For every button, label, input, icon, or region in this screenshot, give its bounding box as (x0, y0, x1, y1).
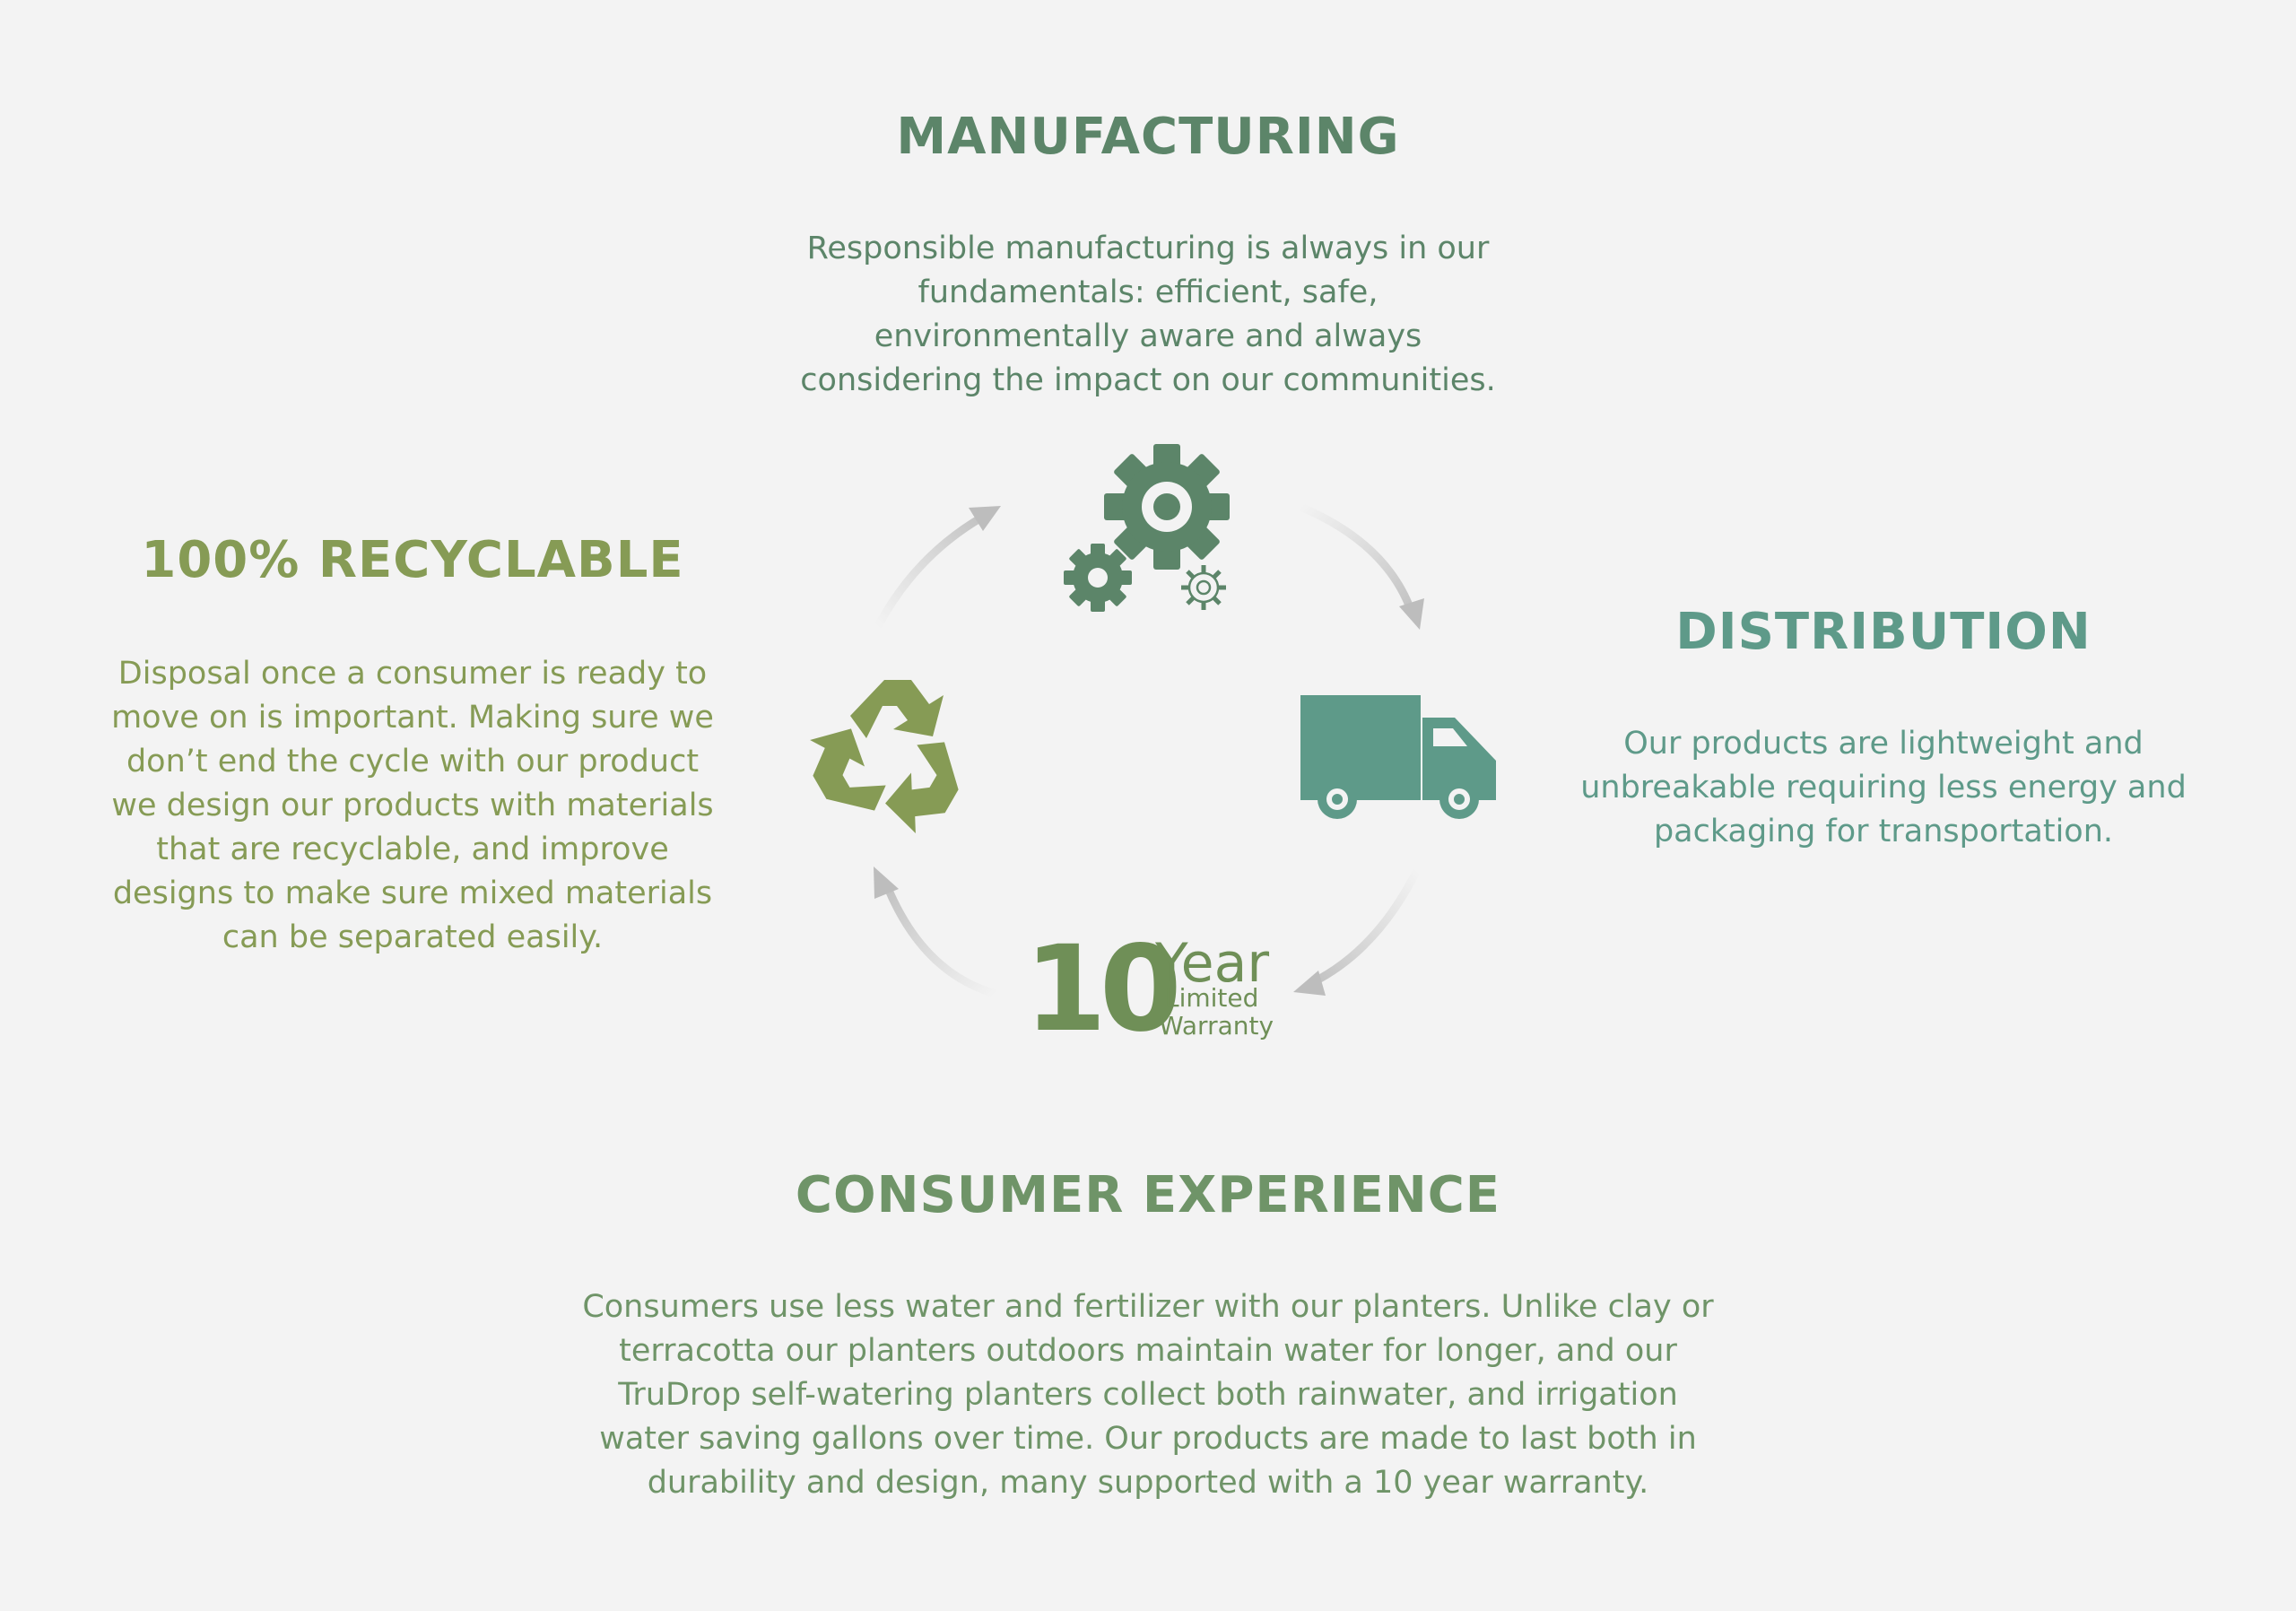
manufacturing-body: Responsible manufacturing is always in o… (800, 231, 1496, 398)
recyclable-title: 100% RECYCLABLE (141, 531, 684, 589)
consumer-title: CONSUMER EXPERIENCE (795, 1166, 1501, 1224)
distribution-body: Our products are lightweight and unbreak… (1580, 726, 2187, 849)
distribution-title: DISTRIBUTION (1675, 603, 2092, 661)
consumer-body: Consumers use less water and fertilizer … (582, 1289, 1714, 1501)
recyclable-section: 100% RECYCLABLE Disposal once a consumer… (90, 531, 735, 960)
cycle-arrow-recycle-to-manufacturing (873, 506, 1001, 632)
cycle-arrow-manufacturing-to-distribution (1296, 502, 1424, 630)
warranty-unit: Year (1154, 932, 1269, 995)
warranty-line2: Warranty (1159, 1011, 1274, 1041)
consumer-section: CONSUMER EXPERIENCE Consumers use less w… (556, 1166, 1740, 1505)
gears-icon (1064, 444, 1230, 612)
manufacturing-section: MANUFACTURING Responsible manufacturing … (789, 108, 1507, 403)
recyclable-body: Disposal once a consumer is ready to mov… (111, 656, 714, 955)
cycle-arrow-consumer-to-recycle (874, 866, 1000, 998)
recycle-icon (796, 680, 976, 841)
manufacturing-title: MANUFACTURING (896, 108, 1400, 166)
warranty-badge: 10 Year Limited Warranty (1024, 920, 1274, 1058)
warranty-line1: Limited (1165, 983, 1258, 1013)
distribution-section: DISTRIBUTION Our products are lightweigh… (1561, 603, 2206, 854)
truck-icon (1300, 695, 1496, 819)
warranty-number: 10 (1024, 920, 1177, 1058)
cycle-arrow-distribution-to-consumer (1293, 866, 1422, 996)
